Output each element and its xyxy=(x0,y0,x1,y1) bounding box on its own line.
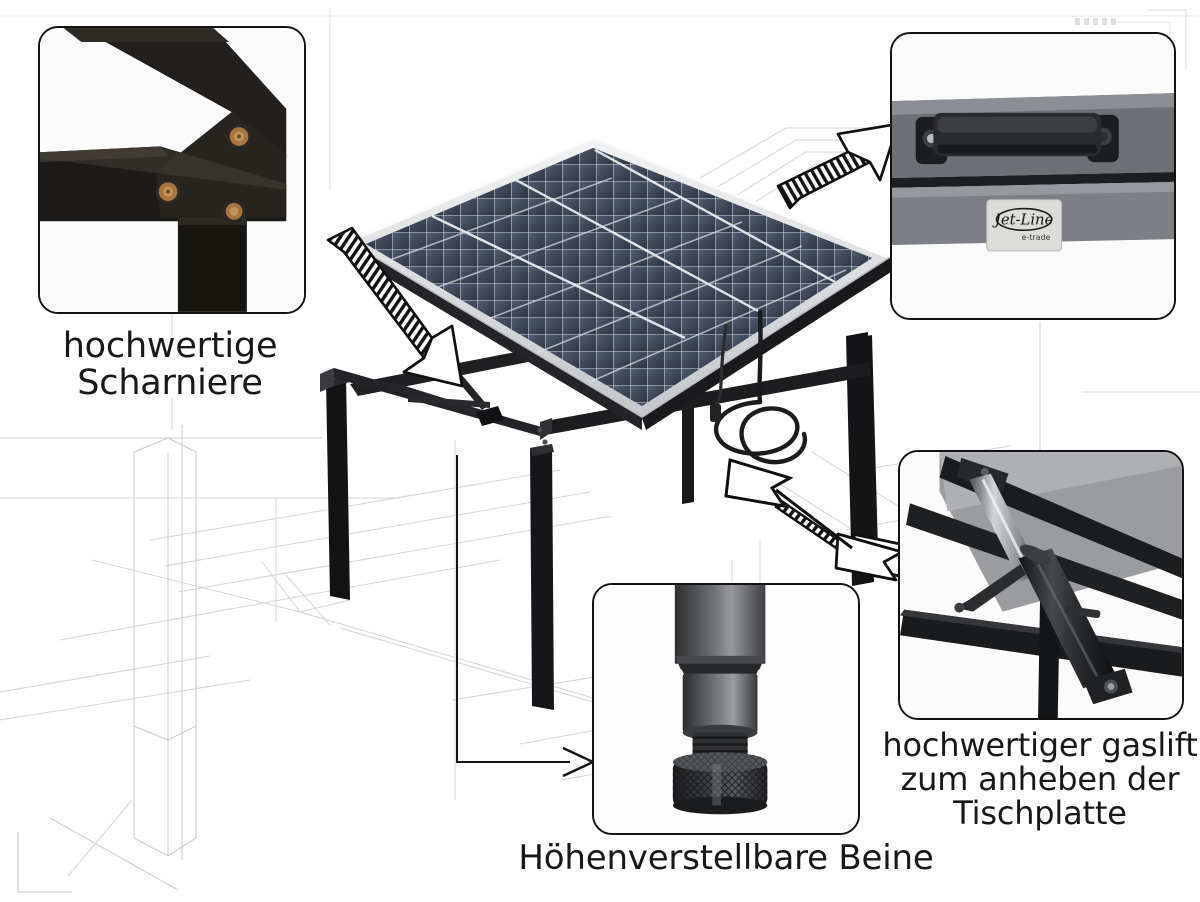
handle-and-label-photo: Jet-Line e-trade xyxy=(892,34,1174,318)
caption-legs: Höhenverstellbare Beine xyxy=(518,838,934,878)
gas-strut-photo xyxy=(900,452,1182,718)
hinge-detail-photo xyxy=(40,28,304,312)
brand-sublabel-text: e-trade xyxy=(1022,233,1051,242)
adjustable-foot-photo xyxy=(594,585,858,833)
caption-gaslift: hochwertiger gaslift zum anheben der Tis… xyxy=(882,726,1198,833)
callout-handle[interactable]: Jet-Line e-trade xyxy=(890,32,1176,320)
callout-hinges[interactable] xyxy=(38,26,306,314)
callout-gaslift[interactable] xyxy=(898,450,1184,720)
callout-legs[interactable] xyxy=(592,583,860,835)
brand-label-text: Jet-Line xyxy=(992,211,1054,228)
caption-hinges: hochwertige Scharniere xyxy=(62,326,278,404)
